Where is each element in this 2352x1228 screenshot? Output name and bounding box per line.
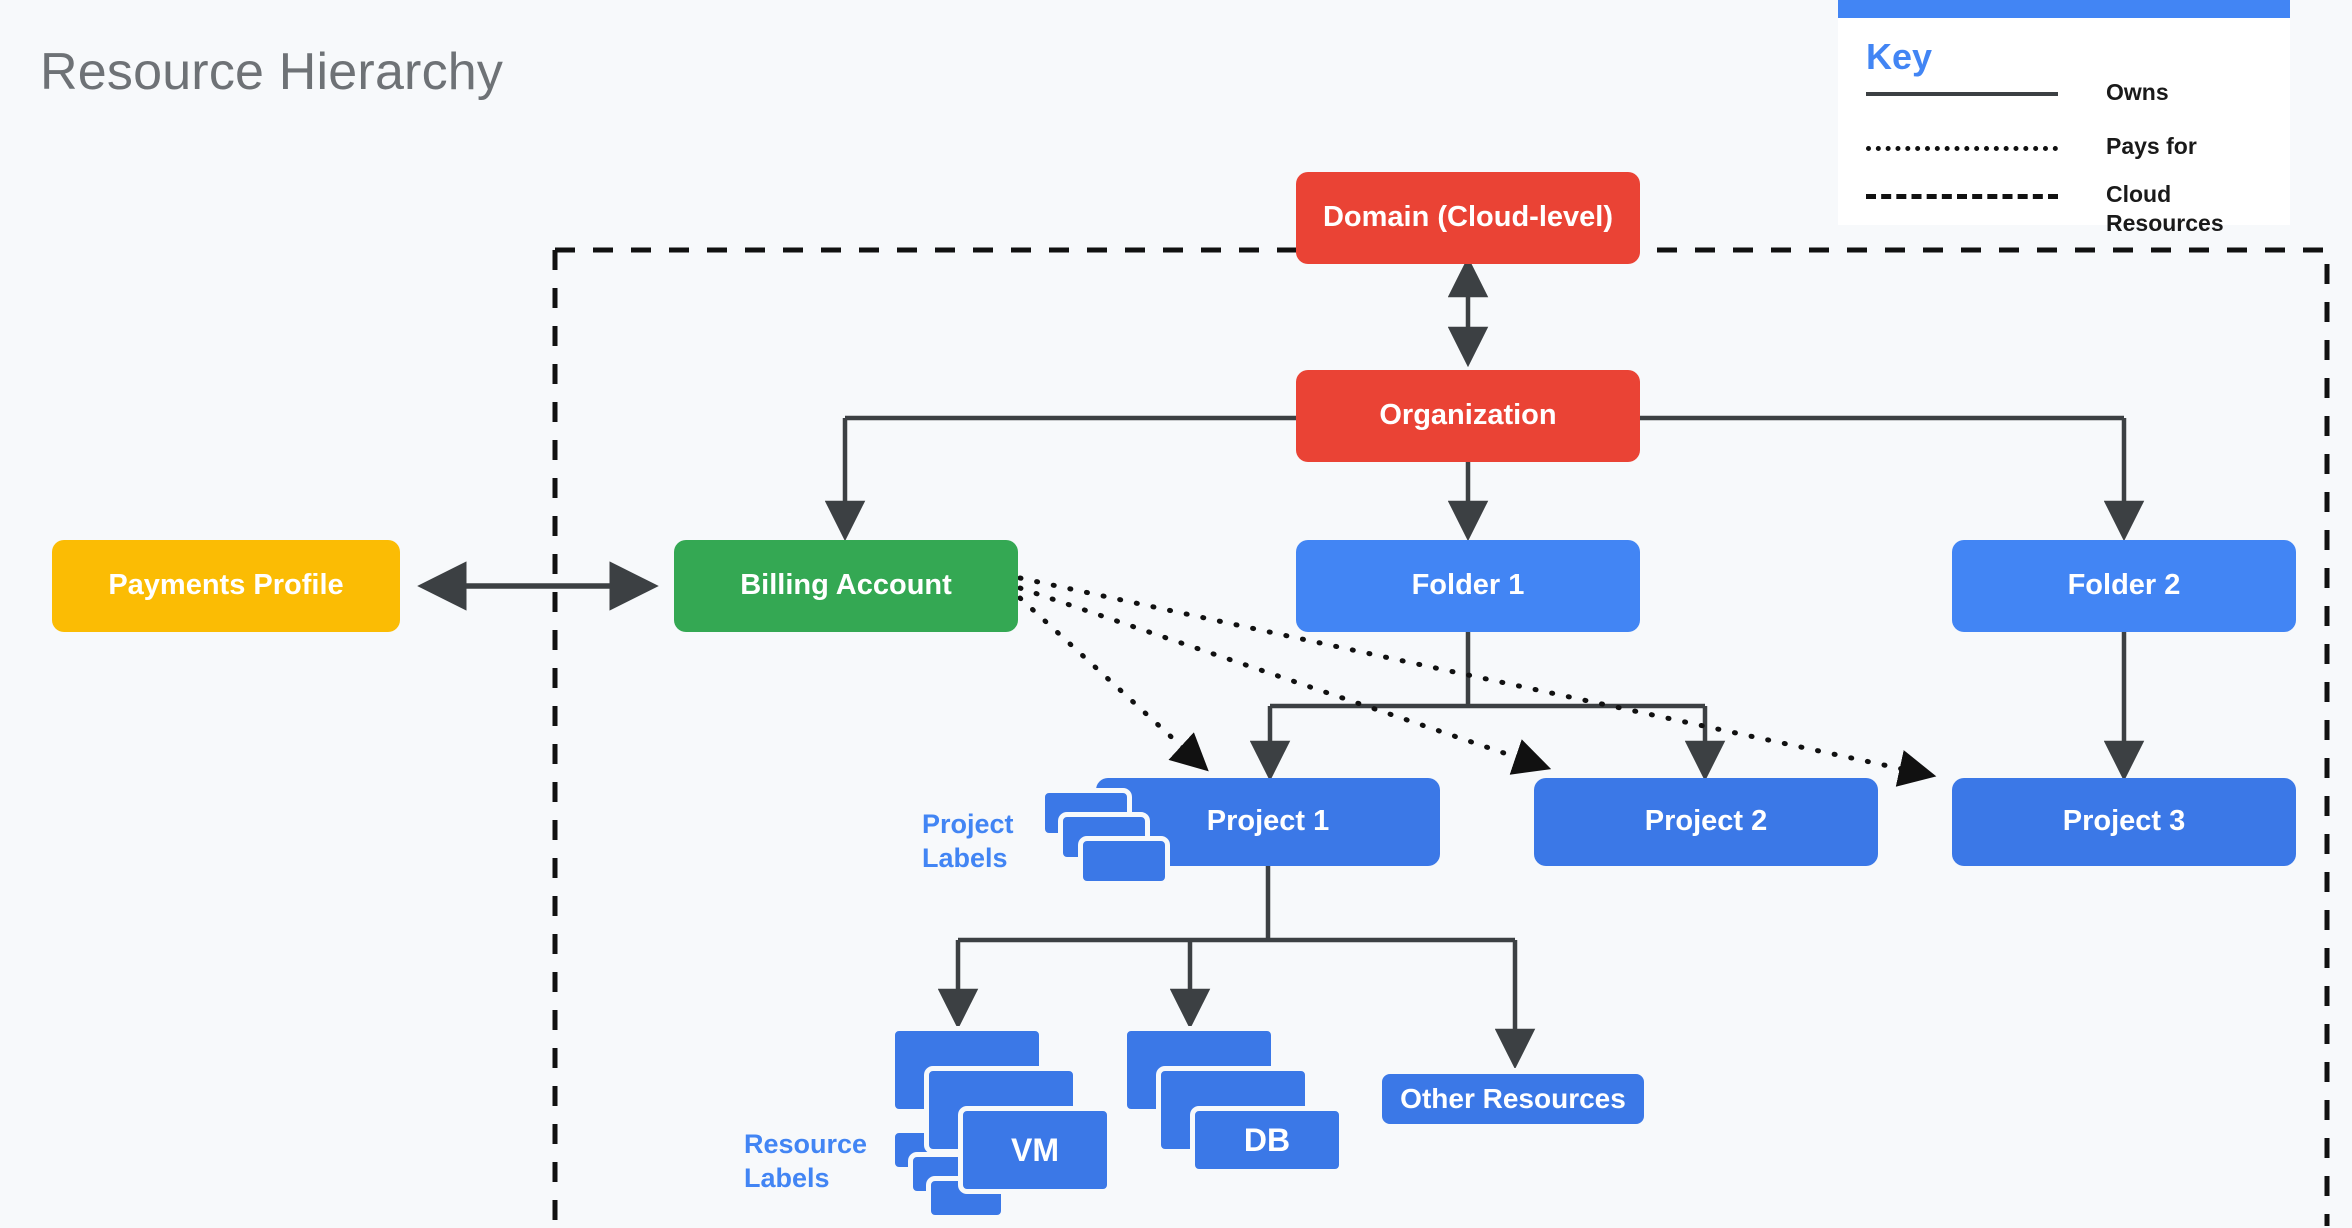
node-project-3[interactable]: Project 3 xyxy=(1952,778,2296,866)
node-other-resources-label: Other Resources xyxy=(1400,1082,1626,1114)
legend-heading: Key xyxy=(1866,36,1933,77)
node-payments-profile-label: Payments Profile xyxy=(108,569,344,602)
node-billing-account-label: Billing Account xyxy=(740,569,952,602)
node-project-2[interactable]: Project 2 xyxy=(1534,778,1878,866)
node-other-resources[interactable]: Other Resources xyxy=(1376,1068,1650,1130)
legend-row-pays-for: Pays for xyxy=(1866,132,2266,161)
node-project-1-label: Project 1 xyxy=(1206,805,1330,838)
legend-label-pays-for: Pays for xyxy=(2106,133,2197,159)
node-billing-account[interactable]: Billing Account xyxy=(674,540,1018,632)
legend-panel: Key Owns Pays for Cloud Resources xyxy=(1838,0,2290,236)
resource-labels-annotation: Resource Labels xyxy=(744,1128,867,1196)
legend-row-cloud-resources: Cloud Resources xyxy=(1866,180,2266,239)
node-payments-profile[interactable]: Payments Profile xyxy=(52,540,400,632)
legend-line-dashed-icon xyxy=(1866,194,2058,203)
node-organization-label: Organization xyxy=(1379,399,1557,432)
resource-labels-line-1: Resource xyxy=(744,1129,868,1159)
legend-label-cloud-resources: Cloud Resources xyxy=(2106,181,2224,237)
node-organization[interactable]: Organization xyxy=(1296,370,1640,462)
node-folder-2[interactable]: Folder 2 xyxy=(1952,540,2296,632)
project-labels-annotation: Project Labels xyxy=(922,808,1014,876)
legend-accent-bar xyxy=(1838,0,2290,18)
node-vm-label: VM xyxy=(1011,1131,1059,1168)
legend-label-owns: Owns xyxy=(2106,79,2169,105)
legend-row-owns: Owns xyxy=(1866,78,2266,107)
node-db-label: DB xyxy=(1243,1121,1291,1158)
project-labels-icon xyxy=(1040,788,1180,894)
node-domain-label: Domain (Cloud-level) xyxy=(1322,201,1613,234)
page-title: Resource Hierarchy xyxy=(40,43,504,101)
project-labels-line-2: Labels xyxy=(922,842,1008,873)
node-folder-2-label: Folder 2 xyxy=(2067,569,2181,602)
node-project-3-label: Project 3 xyxy=(2062,805,2186,838)
legend-line-solid-icon xyxy=(1866,92,2058,100)
node-project-2-label: Project 2 xyxy=(1644,805,1768,838)
resource-labels-line-2: Labels xyxy=(744,1162,830,1193)
node-domain[interactable]: Domain (Cloud-level) xyxy=(1296,172,1640,264)
label-card-3 xyxy=(1078,836,1170,886)
edge-billing-pays-project1 xyxy=(1017,595,1209,772)
legend-line-dotted-icon xyxy=(1866,146,2058,155)
project-labels-line-1: Project xyxy=(922,809,1014,839)
node-folder-1[interactable]: Folder 1 xyxy=(1296,540,1640,632)
node-folder-1-label: Folder 1 xyxy=(1411,569,1525,602)
